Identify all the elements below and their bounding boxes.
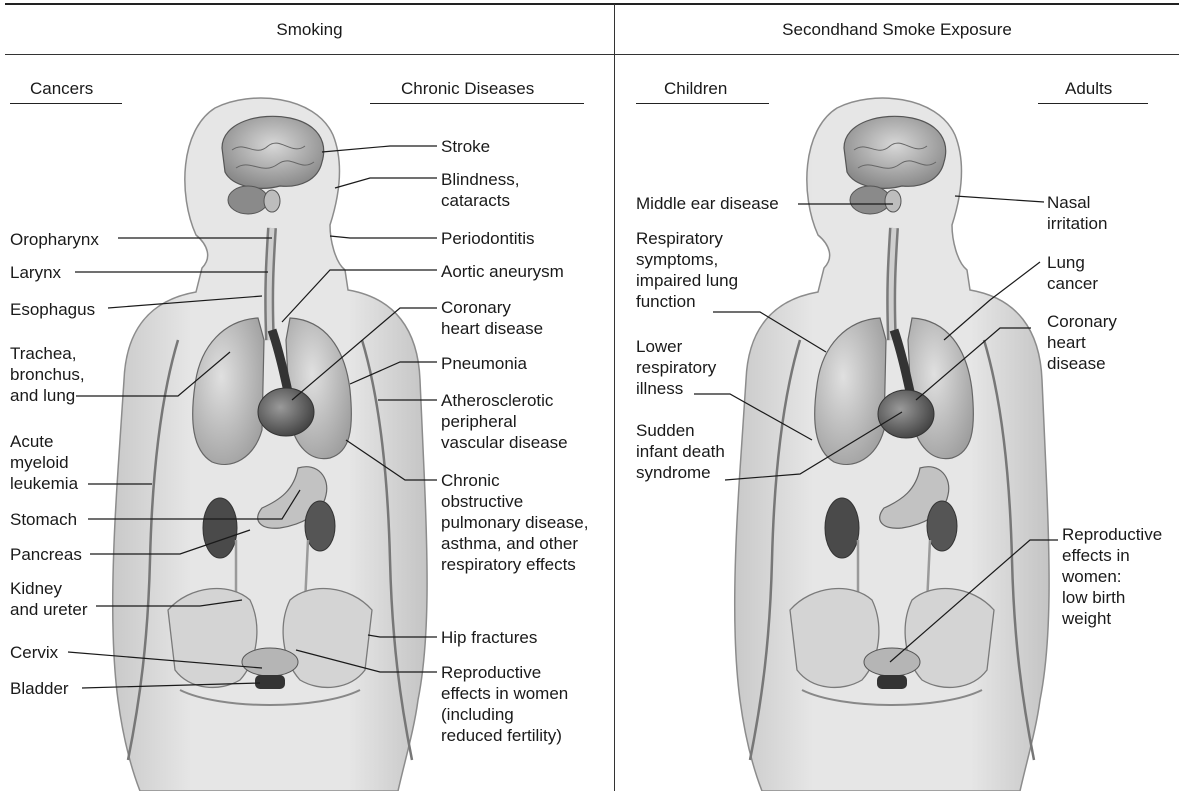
heart-organ <box>258 388 314 436</box>
label-atherosclerotic-peripheral-vascular-disease: Atherosclerotic peripheral vascular dise… <box>441 390 568 453</box>
label-esophagus: Esophagus <box>10 299 95 320</box>
label-oropharynx: Oropharynx <box>10 229 99 250</box>
right-kidney-organ <box>927 501 957 551</box>
uterus-organ <box>864 648 920 676</box>
label-bladder: Bladder <box>10 678 69 699</box>
uterus-organ <box>242 648 298 676</box>
left-kidney-organ <box>825 498 859 558</box>
left-kidney-organ <box>203 498 237 558</box>
label-periodontitis: Periodontitis <box>441 228 535 249</box>
label-pancreas: Pancreas <box>10 544 82 565</box>
brain-organ <box>844 116 946 188</box>
label-reproductive-effects-women: Reproductive effects in women (including… <box>441 662 568 746</box>
label-sids: Sudden infant death syndrome <box>636 420 725 483</box>
heart-organ <box>878 390 934 438</box>
middle-ear-organ <box>885 190 901 212</box>
label-coronary-heart-disease: Coronary heart disease <box>441 297 543 339</box>
label-stomach: Stomach <box>10 509 77 530</box>
label-respiratory-symptoms: Respiratory symptoms, impaired lung func… <box>636 228 738 312</box>
label-aortic-aneurysm: Aortic aneurysm <box>441 261 564 282</box>
label-lung-cancer: Lung cancer <box>1047 252 1098 294</box>
label-pneumonia: Pneumonia <box>441 353 527 374</box>
label-reproductive-low-birth-weight: Reproductive effects in women: low birth… <box>1062 524 1162 629</box>
label-cervix: Cervix <box>10 642 58 663</box>
secondhand-body-figure <box>735 98 1049 791</box>
label-hip-fractures: Hip fractures <box>441 627 537 648</box>
label-copd-asthma: Chronic obstructive pulmonary disease, a… <box>441 470 588 575</box>
bladder-organ <box>877 675 907 689</box>
label-kidney-ureter: Kidney and ureter <box>10 578 88 620</box>
label-acute-myeloid-leukemia: Acute myeloid leukemia <box>10 431 78 494</box>
brain-organ <box>222 116 324 188</box>
label-middle-ear-disease: Middle ear disease <box>636 193 779 214</box>
right-kidney-organ <box>305 501 335 551</box>
label-trachea-bronchus-lung: Trachea, bronchus, and lung <box>10 343 85 406</box>
smoking-body-figure <box>113 98 427 791</box>
label-nasal-irritation: Nasal irritation <box>1047 192 1107 234</box>
label-coronary-heart-disease-adult: Coronary heart disease <box>1047 311 1117 374</box>
label-blindness-cataracts: Blindness, cataracts <box>441 169 519 211</box>
bladder-organ <box>255 675 285 689</box>
label-lower-respiratory-illness: Lower respiratory illness <box>636 336 716 399</box>
label-stroke: Stroke <box>441 136 490 157</box>
label-larynx: Larynx <box>10 262 61 283</box>
